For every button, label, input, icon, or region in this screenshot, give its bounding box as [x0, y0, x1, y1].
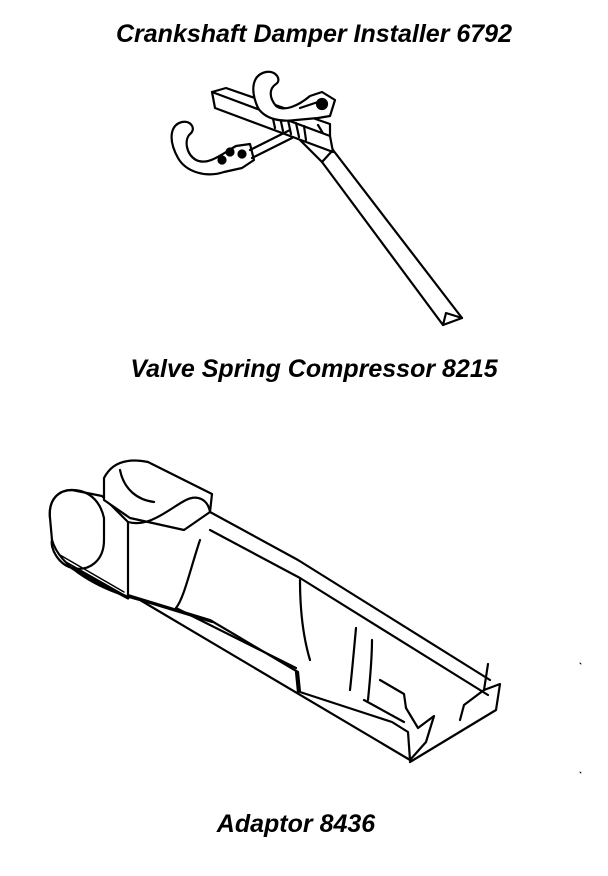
scan-specks — [579, 662, 582, 774]
valve-spring-compressor-drawing — [170, 70, 464, 327]
caption-crankshaft-damper-installer: Crankshaft Damper Installer 6792 — [115, 20, 512, 48]
adaptor-drawing — [48, 459, 502, 764]
caption-adaptor: Adaptor 8436 — [216, 810, 376, 838]
caption-valve-spring-compressor: Valve Spring Compressor 8215 — [130, 355, 498, 383]
